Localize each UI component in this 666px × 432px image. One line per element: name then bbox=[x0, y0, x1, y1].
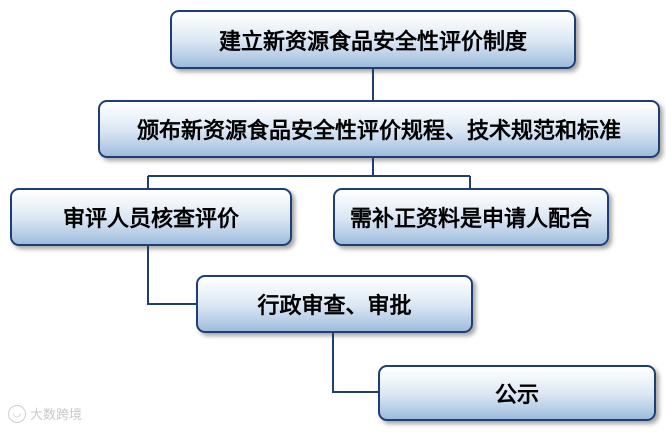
edge-b5-b6 bbox=[332, 333, 378, 393]
watermark-text: 大数跨境 bbox=[30, 408, 83, 423]
edge-b3-b5 bbox=[147, 246, 196, 305]
box-establish-system-label: 建立新资源食品安全性评价制度 bbox=[218, 28, 527, 55]
box-public-notice-label: 公示 bbox=[494, 382, 539, 408]
box-reviewer-verification-label: 审评人员核查评价 bbox=[62, 206, 239, 232]
box-establish-system: 建立新资源食品安全性评价制度 bbox=[170, 10, 576, 69]
box-issue-regulations: 颁布新资源食品安全性评价规程、技术规范和标准 bbox=[98, 100, 660, 158]
box-applicant-supplement: 需补正资料是申请人配合 bbox=[333, 188, 609, 246]
box-administrative-review-label: 行政审查、审批 bbox=[257, 293, 412, 319]
box-applicant-supplement-label: 需补正资料是申请人配合 bbox=[349, 206, 592, 232]
box-issue-regulations-label: 颁布新资源食品安全性评价规程、技术规范和标准 bbox=[136, 118, 621, 144]
box-administrative-review: 行政审查、审批 bbox=[196, 275, 473, 333]
watermark-logo-icon: ◡ bbox=[8, 404, 26, 423]
box-public-notice: 公示 bbox=[378, 365, 656, 421]
watermark: ◡ 大数跨境 bbox=[8, 404, 82, 423]
box-reviewer-verification: 审评人员核查评价 bbox=[10, 188, 292, 246]
